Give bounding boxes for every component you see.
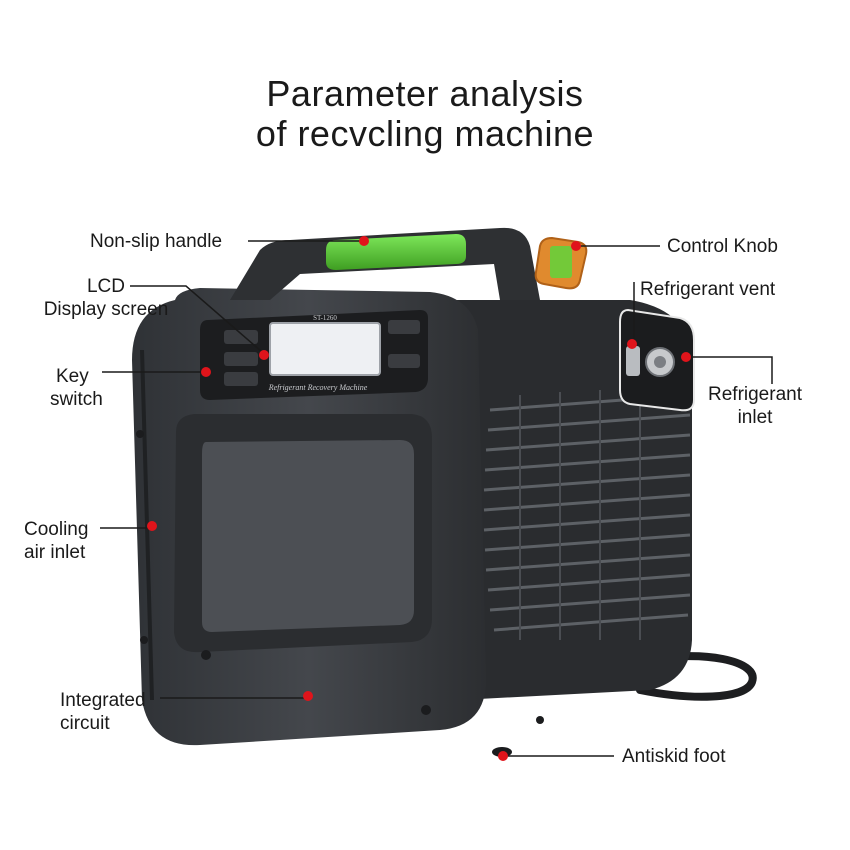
- label-inlet-line-2: inlet: [737, 407, 773, 428]
- marker-foot: [498, 751, 508, 761]
- marker-lcd: [259, 350, 269, 360]
- marker-vent: [627, 339, 637, 349]
- key-button-5[interactable]: [388, 354, 420, 368]
- title-line-2: of recvcling machine: [255, 113, 595, 154]
- marker-knob: [571, 241, 581, 251]
- label-lcd-line-1: LCD: [86, 276, 125, 297]
- label-key: Key switch: [50, 365, 122, 411]
- label-knob: Control Knob: [667, 236, 778, 257]
- vent-valve: [626, 346, 640, 376]
- marker-cooling: [147, 521, 157, 531]
- label-circuit-line-2: circuit: [60, 713, 110, 734]
- label-foot: Antiskid foot: [622, 746, 726, 767]
- label-cooling-line-2: air inlet: [24, 542, 86, 563]
- title-line-1: Parameter analysis: [266, 73, 584, 114]
- label-circuit: Integrated circuit: [60, 689, 146, 735]
- marker-inlet: [681, 352, 691, 362]
- label-key-line-2: switch: [50, 389, 103, 410]
- label-cooling-line-1: Cooling: [24, 519, 89, 540]
- label-cooling: Cooling air inlet: [24, 518, 88, 564]
- lcd-screen: [269, 322, 381, 376]
- marker-circuit: [303, 691, 313, 701]
- label-lcd: LCD Display screen: [34, 275, 178, 321]
- label-inlet-line-1: Refrigerant: [708, 384, 802, 405]
- page-title: Parameter analysis of recvcling machine: [0, 74, 850, 154]
- model-text: ST-1260: [313, 314, 337, 322]
- key-button-1[interactable]: [224, 330, 258, 344]
- key-button-4[interactable]: [388, 320, 420, 334]
- callout-markers: [147, 236, 691, 761]
- label-inlet: Refrigerant inlet: [700, 383, 810, 429]
- screen-caption: Refrigerant Recovery Machine: [268, 383, 368, 392]
- fan-grille: [483, 393, 691, 632]
- power-cable: [636, 652, 757, 701]
- screw-holes: [136, 430, 544, 724]
- marker-handle: [359, 236, 369, 246]
- key-button-3[interactable]: [224, 372, 258, 386]
- label-handle: Non-slip handle: [90, 231, 223, 252]
- label-circuit-line-1: Integrated: [60, 690, 146, 711]
- leader-lines: [100, 240, 773, 757]
- marker-key: [201, 367, 211, 377]
- label-key-line-1: Key: [56, 366, 89, 387]
- label-lcd-line-2: Display screen: [43, 299, 169, 320]
- front-panel-inset: [202, 440, 414, 632]
- label-vent: Refrigerant vent: [640, 279, 776, 300]
- key-button-2[interactable]: [224, 352, 258, 366]
